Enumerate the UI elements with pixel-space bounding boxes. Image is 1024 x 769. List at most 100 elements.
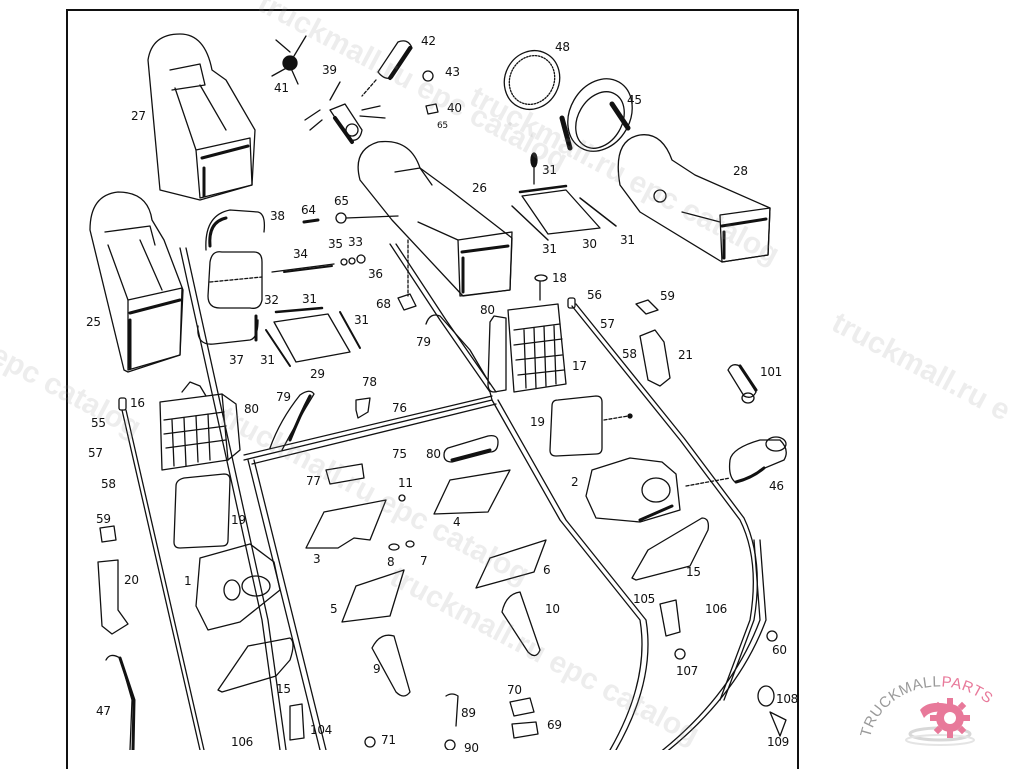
lever-10 (501, 591, 541, 657)
pipe-79-small (269, 390, 315, 451)
housing-1 (195, 543, 281, 631)
frame-32 (207, 251, 263, 309)
plate-5 (341, 569, 405, 623)
callout-106-right: 106 (705, 602, 728, 616)
duct-27 (147, 33, 256, 201)
callout-109: 109 (767, 735, 790, 749)
diagram-frame (66, 9, 799, 769)
callout-11: 11 (398, 476, 413, 490)
callout-79-main: 79 (416, 335, 431, 349)
callout-75: 75 (392, 447, 407, 461)
callout-1: 1 (184, 574, 192, 588)
plate-3 (305, 499, 387, 549)
callout-34: 34 (293, 247, 308, 261)
callout-55: 55 (91, 416, 106, 430)
gasket-19-right (549, 395, 633, 457)
callout-31-c: 31 (620, 233, 635, 247)
callout-58-right: 58 (622, 347, 637, 361)
screen-48 (503, 49, 561, 111)
callout-79-small: 79 (276, 390, 291, 404)
callout-60: 60 (772, 643, 787, 657)
callout-21: 21 (678, 348, 693, 362)
bracket-38 (205, 209, 266, 251)
heater-core-16 (159, 381, 241, 471)
bracket-37 (197, 314, 259, 345)
truckmall-parts-logo: TRUCKMALLPARTS (858, 660, 1018, 750)
callout-8: 8 (387, 555, 395, 569)
callout-31-f: 31 (260, 353, 275, 367)
callout-29: 29 (310, 367, 325, 381)
clamp-68 (397, 239, 417, 311)
rail-right-loop (661, 539, 767, 750)
callout-19-left: 19 (231, 513, 246, 527)
callout-31-b: 31 (542, 242, 557, 256)
nut-43 (422, 70, 434, 82)
callout-108: 108 (776, 692, 799, 706)
cable-57-58-left (118, 397, 205, 750)
clip-59-right (635, 299, 659, 315)
pipe-79-main (243, 243, 497, 465)
diagram-artwork (89, 33, 787, 750)
gasket-15-left (217, 637, 294, 693)
small-parts (289, 494, 787, 750)
motor-39 (304, 81, 386, 144)
duct-26 (357, 140, 513, 297)
callout-37: 37 (229, 353, 244, 367)
callout-28: 28 (733, 164, 748, 178)
callout-39: 39 (322, 63, 337, 77)
clip-59-left (99, 525, 117, 543)
duct-25 (89, 191, 184, 373)
callout-18: 18 (552, 271, 567, 285)
callout-106-left: 106 (231, 735, 254, 749)
callout-5: 5 (330, 602, 338, 616)
gasket-19-left (173, 473, 231, 549)
plate-77 (325, 463, 365, 485)
callout-31-e: 31 (354, 313, 369, 327)
rod-34 (271, 254, 366, 273)
callout-90: 90 (464, 741, 479, 755)
callout-27: 27 (131, 109, 146, 123)
lever-9 (371, 634, 411, 697)
callout-7: 7 (420, 554, 428, 568)
rail-left (179, 247, 287, 750)
duct-28 (617, 134, 771, 263)
callout-46: 46 (769, 479, 784, 493)
plate-6 (475, 539, 547, 589)
callout-77: 77 (306, 474, 321, 488)
callout-33: 33 (348, 235, 363, 249)
rail-center (247, 459, 327, 750)
clip-40 (425, 103, 439, 115)
callout-19-right: 19 (530, 415, 545, 429)
callout-25: 25 (86, 315, 101, 329)
gasket-15-right (631, 517, 710, 581)
callout-89: 89 (461, 706, 476, 720)
callout-15-left: 15 (276, 682, 291, 696)
callout-6: 6 (543, 563, 551, 577)
filter-frame-29 (265, 306, 361, 367)
callout-80-top: 80 (480, 303, 495, 317)
ring-45 (559, 78, 633, 152)
callout-41: 41 (274, 81, 289, 95)
callout-17: 17 (572, 359, 587, 373)
callout-45: 45 (627, 93, 642, 107)
callout-15-right: 15 (686, 565, 701, 579)
callout-31-a: 31 (542, 163, 557, 177)
callout-35: 35 (328, 237, 343, 251)
callout-57-right: 57 (600, 317, 615, 331)
callout-2: 2 (571, 475, 579, 489)
callout-38: 38 (270, 209, 285, 223)
rail-curve (491, 399, 649, 750)
callout-26: 26 (472, 181, 487, 195)
callout-101: 101 (760, 365, 783, 379)
callout-56: 56 (587, 288, 602, 302)
bracket-20 (97, 559, 129, 635)
hose-46 (728, 436, 787, 484)
callout-36: 36 (368, 267, 383, 281)
callout-58-left: 58 (101, 477, 116, 491)
screw-64-65 (302, 212, 399, 224)
hose-47 (105, 654, 136, 750)
filter-frame-30 (511, 152, 617, 241)
callout-48: 48 (555, 40, 570, 54)
callout-80-hose: 80 (426, 447, 441, 461)
